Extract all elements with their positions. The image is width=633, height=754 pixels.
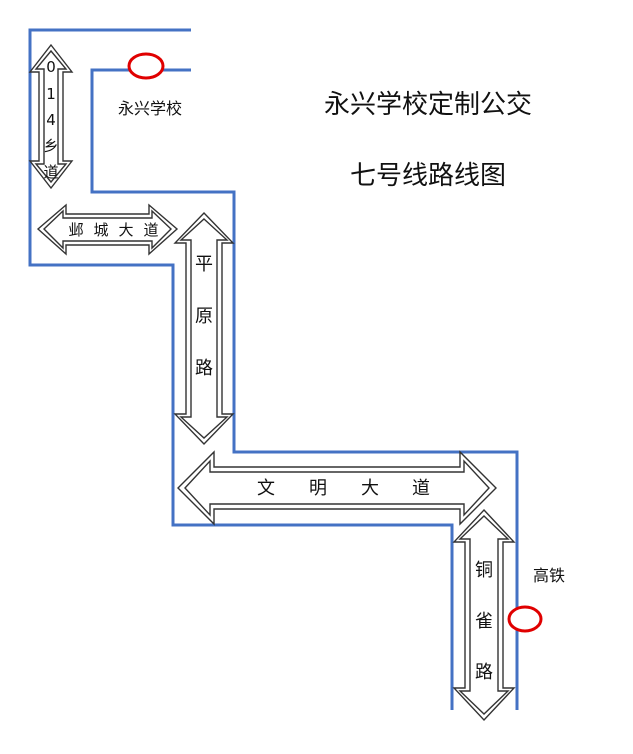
road-tongque-char: 雀 xyxy=(475,611,493,632)
road-yecheng-arrow xyxy=(36,203,179,256)
road-yecheng-char: 大 xyxy=(118,221,133,239)
end-stop-label: 高铁 xyxy=(533,566,565,585)
road-014-arrow xyxy=(28,43,74,190)
road-tongque-char: 路 xyxy=(475,662,493,683)
road-tongque-label: 铜 雀 路 xyxy=(475,560,493,683)
road-yecheng-label: 邺 城 大 道 xyxy=(68,221,158,239)
road-wenming-arrow xyxy=(177,450,497,526)
road-yecheng-char: 邺 xyxy=(68,221,83,239)
road-wenming-char: 道 xyxy=(412,478,430,499)
road-pingyuan-label: 平 原 路 xyxy=(195,254,213,379)
road-arrows xyxy=(28,43,516,722)
road-pingyuan-arrow xyxy=(173,211,235,446)
road-yecheng-char: 道 xyxy=(143,221,158,239)
road-pingyuan-char: 平 xyxy=(195,254,213,275)
road-wenming-char: 明 xyxy=(309,478,327,499)
road-tongque-arrow xyxy=(452,508,516,722)
road-wenming-label: 文 明 大 道 xyxy=(257,478,430,499)
road-wenming-char: 大 xyxy=(361,478,379,499)
road-014-char: 0 xyxy=(46,58,56,76)
road-yecheng-char: 城 xyxy=(93,221,108,239)
start-stop-label: 永兴学校 xyxy=(118,99,182,118)
title-line-2: 七号线路线图 xyxy=(350,161,506,191)
route-lines xyxy=(28,28,519,710)
road-pingyuan-char: 路 xyxy=(195,358,213,379)
start-stop-marker xyxy=(127,52,165,80)
road-014-char: 1 xyxy=(46,85,56,103)
end-stop-marker xyxy=(507,605,543,633)
road-wenming-char: 文 xyxy=(257,478,275,499)
road-014-label: 0 1 4 乡 道 xyxy=(43,58,58,181)
road-pingyuan-char: 原 xyxy=(195,306,213,327)
title-line-1: 永兴学校定制公交 xyxy=(324,90,532,120)
road-014-char: 4 xyxy=(46,111,56,129)
road-014-char: 乡 xyxy=(43,137,58,155)
road-014-char: 道 xyxy=(43,163,58,181)
route-line-inner xyxy=(90,68,519,710)
route-line-outer xyxy=(28,28,454,710)
road-tongque-char: 铜 xyxy=(475,560,493,581)
